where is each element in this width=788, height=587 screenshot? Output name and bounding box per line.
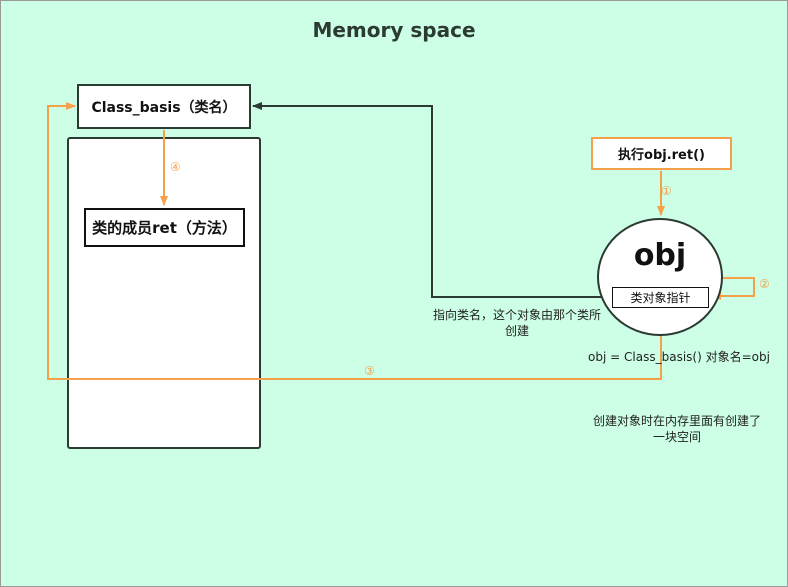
class-name-box: Class_basis（类名） — [77, 84, 251, 129]
call-method-box: 执行obj.ret() — [591, 137, 732, 170]
assignment-note: obj = Class_basis() 对象名=obj — [588, 350, 770, 364]
class-pointer-box: 类对象指针 — [612, 287, 709, 308]
step-2-marker: ② — [759, 277, 770, 291]
step-3-marker: ③ — [364, 364, 375, 378]
diagram-title: Memory space — [312, 18, 476, 42]
object-label: obj — [633, 238, 687, 273]
self-loop-arrow — [711, 277, 755, 300]
step-1-marker: ① — [661, 184, 672, 198]
creation-note: 创建对象时在内存里面有创建了一块空间 — [592, 414, 761, 444]
pointer-to-class-loop — [47, 102, 662, 380]
pointer-note: 指向类名，这个对象由那个类所创建 — [432, 308, 601, 338]
pointer-to-class-line — [252, 102, 612, 298]
object-circle — [597, 218, 723, 336]
method-box: 类的成员ret（方法） — [84, 208, 245, 247]
step-4-marker: ④ — [170, 160, 181, 174]
